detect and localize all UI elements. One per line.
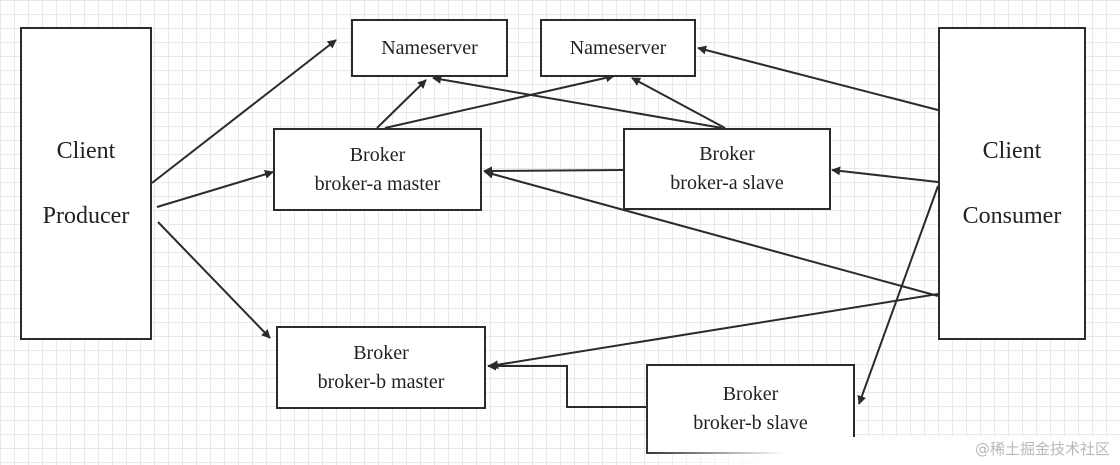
- nameserver-node-2: Nameserver: [540, 19, 696, 77]
- edge-broker-a-slave-nameserver-2: [631, 77, 726, 129]
- broker-b-slave-line2: broker-b slave: [693, 412, 808, 434]
- broker-a-slave-line1: Broker: [699, 143, 755, 165]
- watermark-fade: [640, 437, 1120, 465]
- edge-broker-a-master-nameserver-1: [376, 79, 427, 129]
- broker-b-master-line2: broker-b master: [317, 370, 445, 393]
- edge-consumer-broker-b-master: [489, 293, 939, 370]
- nameserver-node-1: Nameserver: [351, 19, 508, 77]
- client-producer-node: Client Producer: [20, 27, 152, 340]
- client-producer-line2: Producer: [42, 202, 130, 229]
- client-consumer-line1: Client: [982, 137, 1042, 164]
- edge-consumer-nameserver-2: [697, 45, 939, 111]
- broker-a-master-line2: broker-a master: [314, 172, 441, 195]
- edge-producer-broker-a-master: [156, 170, 274, 208]
- broker-a-master-node: Broker broker-a master: [273, 128, 482, 211]
- broker-a-slave-line2: broker-a slave: [670, 172, 784, 194]
- broker-b-master-node: Broker broker-b master: [276, 326, 486, 409]
- nameserver-2-label: Nameserver: [569, 36, 667, 59]
- client-consumer-line2: Consumer: [962, 202, 1062, 229]
- edge-producer-broker-b-master: [157, 221, 271, 339]
- edge-broker-a-slave-broker-a-master: [483, 166, 625, 176]
- edge-broker-a-slave-nameserver-1: [432, 74, 723, 129]
- broker-a-master-line1: Broker: [349, 143, 406, 166]
- broker-b-slave-line1: Broker: [722, 383, 779, 405]
- edge-producer-nameserver: [151, 39, 337, 184]
- edge-consumer-broker-b-slave: [857, 185, 939, 405]
- edge-broker-b-slave-broker-b-master: [487, 361, 647, 408]
- broker-b-master-line1: Broker: [353, 341, 409, 364]
- edge-consumer-broker-a-master: [484, 169, 939, 297]
- edge-consumer-broker-a-slave: [831, 166, 939, 183]
- edge-broker-a-master-nameserver-2: [384, 73, 615, 129]
- client-consumer-node: Client Consumer: [938, 27, 1086, 340]
- broker-a-slave-node: Broker broker-a slave: [623, 128, 831, 210]
- watermark: @稀土掘金技术社区: [974, 440, 1110, 458]
- client-producer-line1: Client: [56, 137, 116, 164]
- nameserver-1-label: Nameserver: [381, 36, 478, 59]
